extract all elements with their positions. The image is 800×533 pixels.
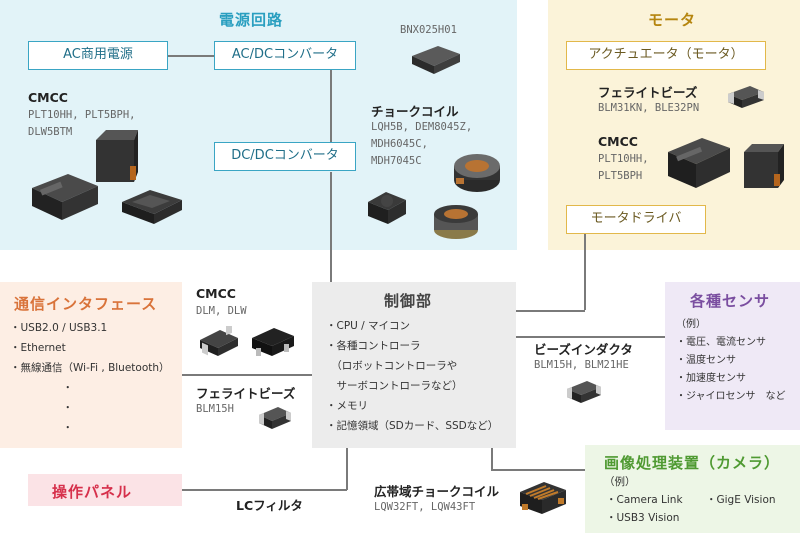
power-circuit-title: 電源回路 [219,11,284,29]
communication-interface-region [0,282,182,448]
motor-cmcc-small-image [738,138,788,192]
ferrite-bead-chip-image [724,82,768,112]
motor-ferrite-title: フェライトビーズ [598,85,698,100]
cmcc-part-numbers: PLT10HH, PLT5BPH, DLW5BTM [28,109,136,138]
motor-cmcc-part-numbers: PLT10HH, PLT5BPH [598,153,649,182]
connector-line [330,70,332,142]
choke-coil-square-image [362,188,410,228]
connector-line [584,232,586,310]
comm-ferrite-title: フェライトビーズ [196,386,296,401]
connector-line [516,336,665,338]
sensor-title: 各種センサ [690,292,771,310]
blm15h-bead-image [256,404,294,432]
actuator-box: アクチュエータ（モータ） [566,41,766,70]
motor-cmcc-title: CMCC [598,134,638,149]
comm-interface-title: 通信インタフェース [14,295,158,313]
motor-driver-box: モータドライバ [566,205,706,234]
connector-line [330,172,332,282]
connector-line [491,469,585,471]
connector-line [182,489,347,491]
choke-coil-part-numbers: LQH5B, DEM8045Z, MDH6045C, MDH7045C [371,121,473,167]
sensor-region [665,282,800,430]
bnx-filter-image [408,44,462,76]
bead-inductor-part-numbers: BLM15H, BLM21HE [534,359,629,371]
connector-line [346,448,348,490]
lc-filter-label: LCフィルタ [236,498,303,513]
cmcc-title: CMCC [28,90,68,105]
dcdc-converter-box: DC/DCコンバータ [214,142,356,171]
camera-item-usb3-vision: ・USB3 Vision [606,512,680,524]
cmcc-smd-image [28,166,100,222]
sensor-list: （例） ・電圧、電流センサ ・温度センサ ・加速度センサ ・ジャイロセンサ など [676,319,786,402]
acdc-converter-box: AC/DCコンバータ [214,41,356,70]
choke-coil-title: チョークコイル [371,104,459,119]
motor-title: モータ [648,11,697,29]
dlw-cmcc-image [248,322,298,360]
operation-panel-label-bg [28,474,182,506]
camera-item-camera-link: ・Camera Link [606,494,683,506]
bead-inductor-title: ビーズインダクタ [534,342,633,357]
comm-interface-list: ・USB2.0 / USB3.1 ・Ethernet ・無線通信（Wi-Fi ,… [10,322,170,434]
motor-ferrite-part-numbers: BLM31KN, BLE32PN [598,102,700,114]
control-unit-title: 制御部 [384,292,433,310]
motor-cmcc-large-image [662,132,734,194]
connector-line [491,448,493,470]
wideband-choke-title: 広帯域チョークコイル [374,484,500,499]
comm-cmcc-part-numbers: DLM, DLW [196,305,247,317]
connector-line [168,55,214,57]
camera-region [585,445,800,533]
comm-cmcc-title: CMCC [196,286,236,301]
wideband-choke-image [514,474,570,520]
comm-ferrite-part-numbers: BLM15H [196,403,234,415]
bead-inductor-image [564,378,604,406]
camera-example-label: （例） [604,476,636,488]
choke-coil-drum-image [428,196,484,242]
dlm-cmcc-image [196,322,242,360]
camera-item-gige-vision: ・GigE Vision [706,494,776,506]
cmcc-large-image [92,126,140,188]
control-unit-list: ・CPU / マイコン ・各種コントローラ （ロボットコントローラや サーボコン… [326,320,499,432]
connector-line [516,310,585,312]
choke-coil-round-image [452,150,502,194]
wideband-choke-part-numbers: LQW32FT, LQW43FT [374,501,476,513]
operation-panel-title: 操作パネル [52,483,133,501]
cmcc-flat-image [120,184,184,226]
ac-power-box: AC商用電源 [28,41,168,70]
bnx-part-number: BNX025H01 [400,24,457,36]
control-unit-region [312,282,516,448]
connector-line [182,374,312,376]
camera-title: 画像処理装置（カメラ） [604,454,781,472]
